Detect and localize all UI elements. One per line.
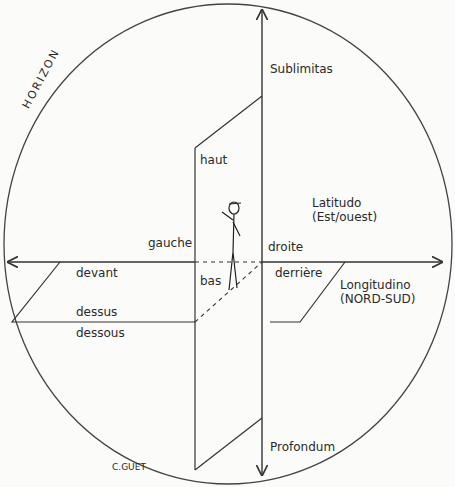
hidden-plane-edge (195, 262, 262, 322)
axis-label: Profondum (270, 440, 335, 454)
horizontal-axis (262, 261, 442, 262)
signature: C.GUET (112, 462, 146, 473)
vertical-plane-edge (195, 96, 262, 148)
direction-label: devant (76, 266, 118, 280)
horizon-label: HORIZON (20, 46, 63, 111)
horizontal-axis (8, 261, 195, 262)
axis-label: Latitudo (Est/ouest) (312, 196, 397, 225)
vertical-axis (261, 10, 262, 475)
direction-label: bas (200, 274, 221, 288)
axis-label: Sublimitas (270, 62, 333, 76)
horizontal-plane-edge (270, 262, 345, 322)
vertical-plane-edge (195, 418, 262, 470)
direction-label: dessous (76, 326, 125, 340)
direction-label: gauche (148, 236, 192, 250)
vertical-plane-edge (194, 148, 195, 470)
direction-label: haut (200, 153, 227, 167)
hidden-axis (195, 261, 262, 262)
horizontal-plane-edge (12, 262, 195, 322)
axis-label: Longitudino (NORD-SUD) (340, 278, 445, 307)
direction-label: dessus (76, 305, 117, 319)
horizon-circle (4, 4, 452, 484)
direction-label: derrière (275, 266, 322, 280)
stick-figure (222, 202, 241, 290)
direction-label: droite (268, 240, 303, 254)
